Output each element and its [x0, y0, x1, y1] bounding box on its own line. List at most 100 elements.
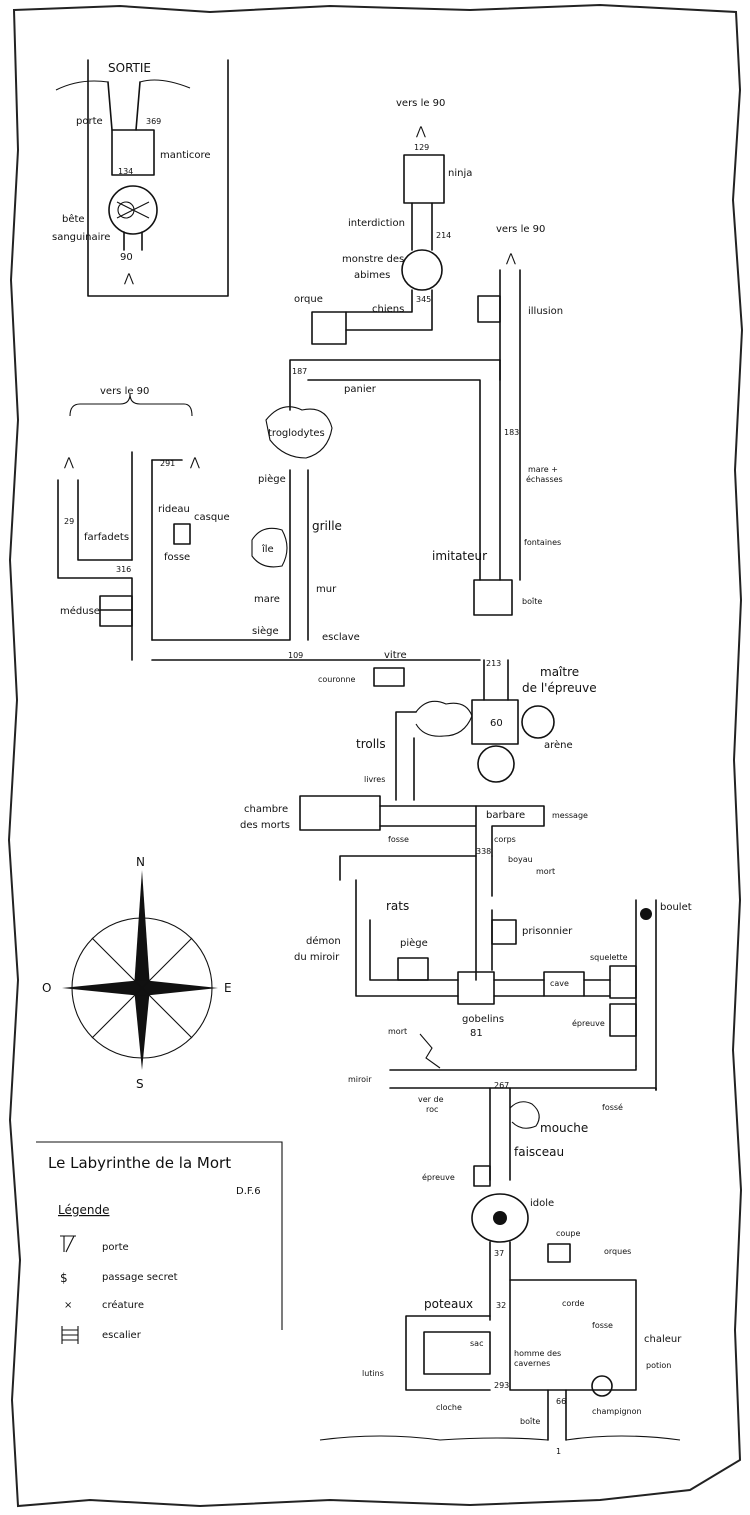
farfadets-label: farfadets	[84, 532, 129, 543]
map-title: Le Labyrinthe de la Mort	[48, 1154, 231, 1172]
demon2-label: du miroir	[294, 952, 340, 963]
livres-label: livres	[364, 775, 385, 784]
right-shaft: boulet squelette épreuve	[572, 899, 692, 1091]
monstre-label: monstre des	[342, 254, 404, 265]
piege1-label: piège	[258, 473, 286, 485]
corps-label: corps	[494, 835, 516, 844]
legend-box: Le Labyrinthe de la Mort D.F.6 Légende p…	[36, 1141, 283, 1344]
ile-label: île	[261, 543, 274, 555]
num-90-inset: 90	[120, 252, 133, 263]
chambre2-label: des morts	[240, 820, 290, 831]
ver1-label: ver de	[418, 1095, 444, 1104]
poteaux-label: poteaux	[424, 1297, 473, 1311]
num-213: 213	[486, 659, 501, 668]
message-label: message	[552, 811, 588, 820]
couronne-label: couronne	[318, 675, 356, 684]
corde-label: corde	[562, 1299, 585, 1308]
compass-s: S	[136, 1077, 144, 1091]
vitre-label: vitre	[384, 650, 407, 661]
num-369: 369	[146, 117, 161, 126]
grille-label: grille	[312, 519, 342, 533]
creature-icon: ×	[64, 1300, 72, 1311]
num-134: 134	[118, 167, 133, 176]
manticore-label: manticore	[160, 150, 211, 161]
squelette-label: squelette	[590, 953, 628, 962]
compass-n: N	[136, 855, 145, 869]
mare1-label: mare	[254, 594, 280, 605]
abimes-label: abimes	[354, 270, 390, 281]
svg-text:$: $	[60, 1271, 68, 1285]
chiens-label: chiens	[372, 304, 404, 315]
arene-label: arène	[544, 739, 573, 751]
north-tower: ⋀ vers le 90 129 ninja interdiction 214 …	[292, 98, 472, 376]
vers90-right-label: vers le 90	[496, 224, 545, 235]
esclave-label: esclave	[322, 632, 360, 643]
echasses-label: échasses	[526, 474, 563, 484]
rats-label: rats	[386, 899, 409, 913]
maitre1-label: maître	[540, 665, 579, 679]
num-1: 1	[556, 1447, 561, 1456]
num-29: 29	[64, 517, 74, 526]
rideau-label: rideau	[158, 504, 190, 515]
faisceau-label: faisceau	[514, 1145, 564, 1159]
num-66: 66	[556, 1397, 566, 1406]
orque-label: orque	[294, 294, 323, 305]
orques-label: orques	[604, 1247, 631, 1256]
compass-e: E	[224, 981, 232, 995]
champignon-label: champignon	[592, 1407, 642, 1416]
arrow-up-icon: ⋀	[189, 455, 200, 469]
casque-label: casque	[194, 512, 230, 523]
epreuve2-label: épreuve	[422, 1172, 455, 1182]
boite2-label: boîte	[520, 1417, 540, 1426]
siege-label: siège	[252, 625, 279, 637]
mare-echasses-label: mare +	[528, 465, 558, 474]
coupe-label: coupe	[556, 1229, 580, 1238]
legend-creature: créature	[102, 1299, 144, 1311]
ver2-label: roc	[426, 1105, 438, 1114]
num-267: 267	[494, 1081, 509, 1090]
mort1-label: mort	[536, 867, 555, 876]
mur-label: mur	[316, 584, 337, 595]
legend-title: Légende	[58, 1203, 109, 1217]
demon1-label: démon	[306, 935, 341, 947]
fosse1-label: fosse	[164, 552, 190, 563]
vers90-left-label: vers le 90	[100, 386, 149, 397]
num-37: 37	[494, 1249, 504, 1258]
right-corridor: ⋀ vers le 90 illusion	[477, 224, 563, 581]
illusion-label: illusion	[528, 306, 563, 317]
vers90-top-label: vers le 90	[396, 98, 445, 109]
num-291: 291	[160, 459, 175, 468]
cloche-label: cloche	[436, 1403, 462, 1412]
epreuve1-label: épreuve	[572, 1018, 605, 1028]
legend-porte: porte	[102, 1242, 129, 1253]
panier-label: panier	[344, 384, 377, 395]
exit-inset: SORTIE porte 369 manticore 134 bête sang…	[52, 59, 229, 297]
piege2-label: piège	[400, 937, 428, 949]
staircase-icon	[61, 1326, 79, 1344]
mort2-label: mort	[388, 1027, 407, 1036]
num-187: 187	[292, 367, 307, 376]
porte-label: porte	[76, 116, 103, 127]
homme2-label: cavernes	[514, 1359, 550, 1368]
arrow-up-icon: ⋀	[415, 124, 426, 138]
middle-zone: chambre des morts fosse barbare message …	[240, 795, 588, 1039]
sortie-label: SORTIE	[108, 61, 151, 75]
map-code: D.F.6	[236, 1186, 261, 1197]
interdiction-label: interdiction	[348, 218, 405, 229]
gobelins-label: gobelins	[462, 1014, 504, 1025]
chambre1-label: chambre	[244, 804, 288, 815]
fosse2-label: fosse	[388, 835, 409, 844]
arrow-up-icon: ⋀	[123, 271, 134, 285]
num-214: 214	[436, 231, 451, 240]
num-183: 183	[504, 428, 519, 437]
sanguinaire-label: sanguinaire	[52, 232, 110, 243]
troglodytes-label: troglodytes	[268, 428, 325, 439]
meduse-label: méduse	[60, 605, 100, 617]
fosse4-label: fosse	[592, 1321, 613, 1330]
left-zone: vers le 90 ⋀ ⋀ 291 29 farfadets rideau c…	[57, 386, 501, 687]
num-109: 109	[288, 651, 303, 660]
sac-label: sac	[470, 1339, 483, 1348]
prisonnier-label: prisonnier	[522, 926, 573, 937]
miroir-label: miroir	[348, 1075, 372, 1084]
